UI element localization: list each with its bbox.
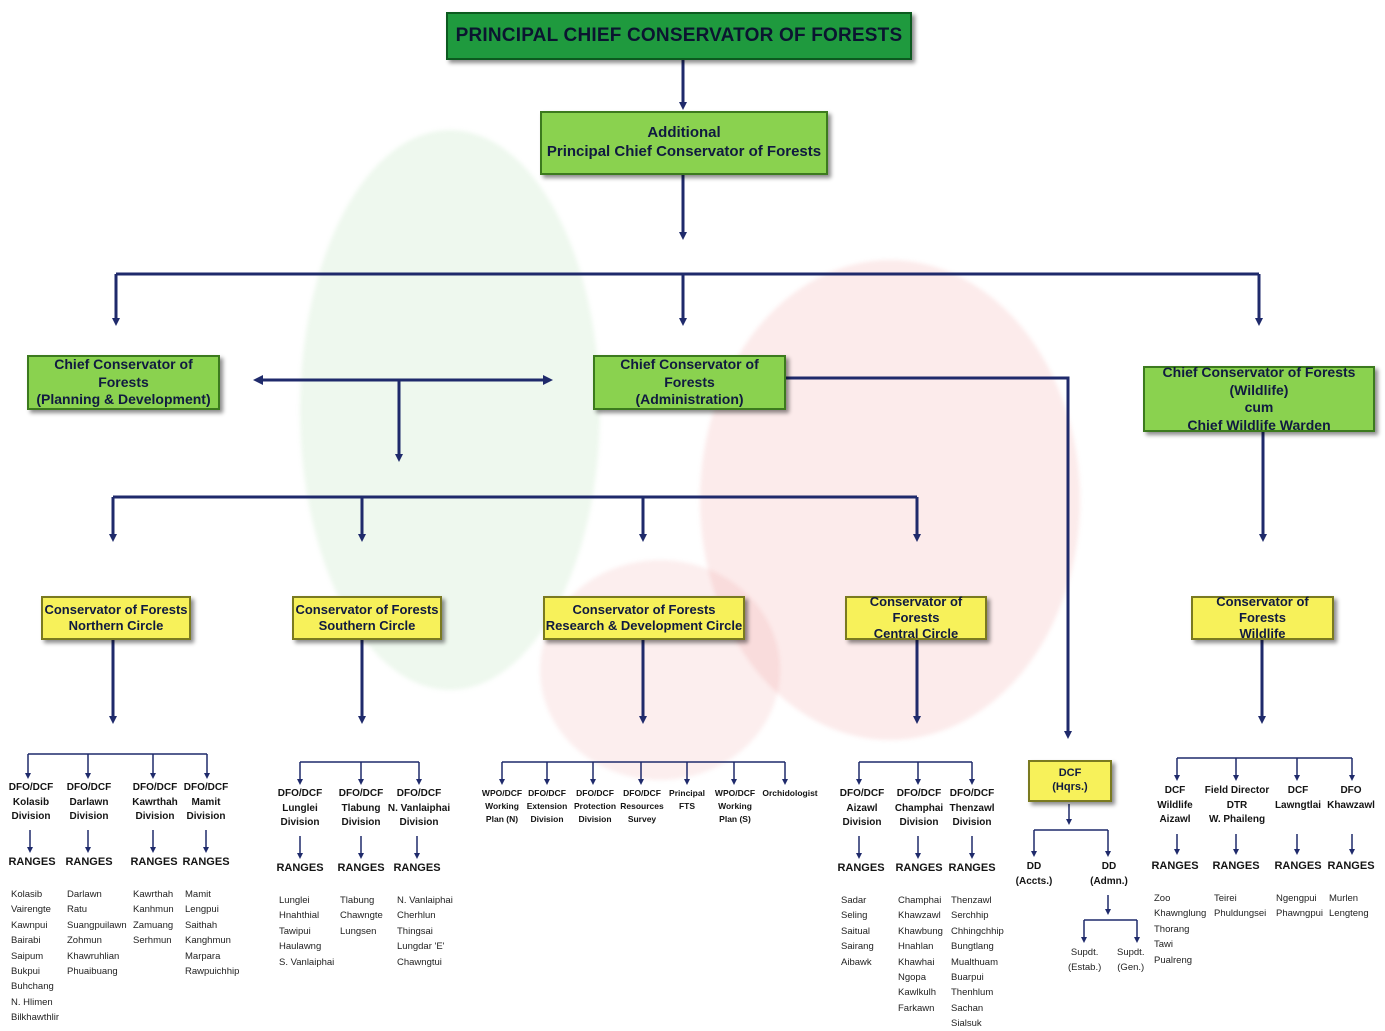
ranges-label: RANGES bbox=[837, 862, 885, 874]
ranges-label: RANGES bbox=[393, 862, 441, 874]
ranges-label: RANGES bbox=[65, 856, 113, 868]
circle-northern-line1: Conservator of Forests bbox=[44, 601, 188, 617]
ccf-wildlife-box: Chief Conservator of Forests (Wildlife) … bbox=[1143, 364, 1375, 433]
ccf-administration-box: Chief Conservator of Forests (Administra… bbox=[593, 355, 786, 410]
ccf-planning-line2: (Planning & Development) bbox=[36, 391, 211, 408]
circle-wildlife-line2: Wildlife bbox=[1239, 626, 1286, 642]
dcf-hqrs-box: DCF (Hqrs.) bbox=[1028, 760, 1112, 802]
dcf-hqrs-line1: DCF bbox=[1058, 767, 1082, 780]
ranges-label: RANGES bbox=[276, 862, 324, 874]
ranges-label: RANGES bbox=[1274, 860, 1322, 872]
circle-central-box: Conservator of Forests Central Circle bbox=[845, 593, 987, 642]
ccf-planning-box: Chief Conservator of Forests (Planning &… bbox=[27, 355, 220, 410]
circle-research-line2: Research & Development Circle bbox=[545, 618, 743, 633]
ranges-label: RANGES bbox=[1212, 860, 1260, 872]
ccf-administration-line1: Chief Conservator of Forests bbox=[620, 356, 759, 390]
circle-northern-box: Conservator of Forests Northern Circle bbox=[41, 596, 191, 640]
circle-southern-line1: Conservator of Forests bbox=[295, 601, 439, 617]
circle-central-line1: Conservator of Forests bbox=[869, 593, 963, 625]
supdt-general-label: Supdt.(Gen.) bbox=[1117, 947, 1145, 974]
background-splash-red bbox=[700, 260, 1080, 740]
ranges-label: RANGES bbox=[337, 862, 385, 874]
circle-southern-line2: Southern Circle bbox=[318, 618, 416, 633]
ccf-administration-line2: (Administration) bbox=[635, 391, 744, 408]
ccf-wildlife-line2: cum bbox=[1244, 399, 1274, 415]
pccf-box: PRINCIPAL CHIEF CONSERVATOR OF FORESTS bbox=[446, 12, 912, 60]
pccf-title: PRINCIPAL CHIEF CONSERVATOR OF FORESTS bbox=[455, 25, 903, 47]
ranges-label: RANGES bbox=[130, 856, 178, 868]
ranges-label: RANGES bbox=[895, 862, 943, 874]
ranges-label: RANGES bbox=[8, 856, 56, 868]
circle-southern-box: Conservator of Forests Southern Circle bbox=[292, 596, 442, 640]
ranges-label: RANGES bbox=[948, 862, 996, 874]
ccf-wildlife-line1: Chief Conservator of Forests (Wildlife) bbox=[1162, 364, 1356, 398]
dd-administration-label: DD(Admn.) bbox=[1090, 861, 1128, 887]
circle-wildlife-line1: Conservator of Forests bbox=[1216, 593, 1309, 625]
circle-research-line1: Conservator of Forests bbox=[572, 601, 716, 617]
apccf-box: Additional Principal Chief Conservator o… bbox=[540, 111, 828, 175]
dcf-hqrs-line2: (Hqrs.) bbox=[1052, 781, 1088, 793]
circle-research-box: Conservator of Forests Research & Develo… bbox=[543, 596, 745, 640]
supdt-establishment-label: Supdt.(Estab.) bbox=[1068, 947, 1102, 974]
ranges-label: RANGES bbox=[1327, 860, 1375, 872]
ranges-label: RANGES bbox=[1151, 860, 1199, 872]
circle-wildlife-box: Conservator of Forests Wildlife bbox=[1191, 593, 1334, 642]
ccf-planning-line1: Chief Conservator of Forests bbox=[54, 356, 193, 390]
apccf-line1: Additional bbox=[647, 124, 721, 142]
circle-northern-line2: Northern Circle bbox=[68, 618, 164, 633]
unit-orchidologist-label: Orchidologist bbox=[762, 788, 818, 798]
ranges-label: RANGES bbox=[182, 856, 230, 868]
apccf-line2: Principal Chief Conservator of Forests bbox=[546, 143, 822, 160]
ccf-wildlife-line3: Chief Wildlife Warden bbox=[1187, 416, 1331, 433]
circle-central-line2: Central Circle bbox=[873, 626, 959, 642]
dd-accounts-label: DD(Accts.) bbox=[1015, 861, 1053, 887]
